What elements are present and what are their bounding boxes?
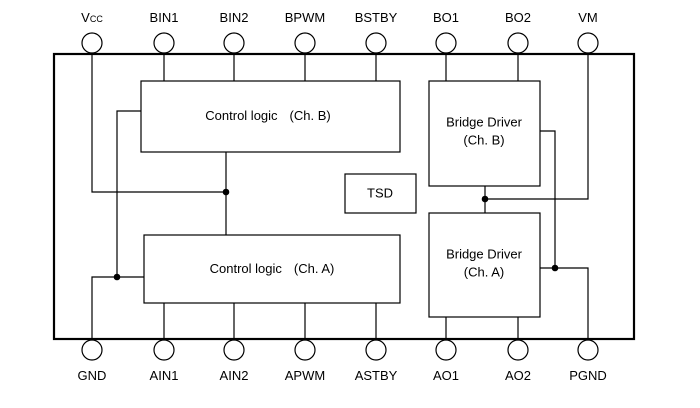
svg-text:VCC: VCC — [81, 10, 103, 25]
pin-bo2: BO2 — [505, 10, 531, 54]
pin-pgnd-pad — [577, 339, 599, 361]
pin-ain1-pad — [153, 339, 175, 361]
wire-gnd-rail — [116, 110, 141, 277]
junction-vcc — [222, 188, 230, 196]
pin-bpwm: BPWM — [285, 10, 325, 54]
pin-bin2: BIN2 — [220, 10, 249, 54]
pin-vcc-label: V — [81, 10, 90, 25]
pin-bin2-pad — [223, 32, 245, 54]
pin-ao1-label: AO1 — [433, 368, 459, 383]
wire-gnd — [91, 276, 144, 339]
svg-text:Control logic(Ch. A): Control logic (Ch. A) — [210, 261, 335, 276]
pin-vm-pad — [577, 32, 599, 54]
bridge-driver-b-label: Bridge Driver — [446, 114, 523, 129]
bridge-driver-a-label: Bridge Driver — [446, 246, 523, 261]
control-logic-a-channel: (Ch. A) — [294, 261, 334, 276]
pin-ain1: AIN1 — [150, 339, 179, 383]
control-logic-b-box — [140, 80, 401, 153]
pin-pgnd-label: PGND — [569, 368, 607, 383]
pin-bo1-label: BO1 — [433, 10, 459, 25]
pin-astby: ASTBY — [355, 339, 398, 383]
pin-bin1-label: BIN1 — [150, 10, 179, 25]
pin-bstby-pad — [365, 32, 387, 54]
pin-bin1-pad — [153, 32, 175, 54]
bridge-driver-a-channel: (Ch. A) — [464, 264, 504, 279]
bridge-driver-a: Bridge Driver (Ch. A) — [428, 212, 541, 318]
pin-bstby: BSTBY — [355, 10, 398, 54]
control-logic-a-box — [143, 234, 401, 304]
pin-apwm: APWM — [285, 339, 325, 383]
pin-vm: VM — [577, 10, 599, 54]
pin-vcc-pad — [81, 32, 103, 54]
pin-ain2: AIN2 — [220, 339, 249, 383]
pin-apwm-label: APWM — [285, 368, 325, 383]
pin-bpwm-pad — [294, 32, 316, 54]
wire-pgnd — [530, 267, 589, 339]
pin-gnd: GND — [78, 339, 107, 383]
pin-bin2-label: BIN2 — [220, 10, 249, 25]
control-logic-a-label: Control logic — [210, 261, 283, 276]
wire-vm — [485, 54, 589, 200]
control-logic-a: Control logic (Ch. A) — [143, 234, 401, 304]
chip-outline — [52, 52, 636, 341]
pin-ain2-pad — [223, 339, 245, 361]
pin-bo1-pad — [435, 32, 457, 54]
bottom-pins: GND AIN1 AIN2 APWM ASTBY AO1 AO2 PGND — [78, 339, 607, 383]
pin-bo2-label: BO2 — [505, 10, 531, 25]
tsd-label: TSD — [367, 185, 393, 200]
pin-bpwm-label: BPWM — [285, 10, 325, 25]
svg-text:Control logic(Ch. B): Control logic (Ch. B) — [205, 108, 330, 123]
control-logic-b: Control logic (Ch. B) — [140, 80, 401, 153]
bridge-driver-b-box — [428, 80, 541, 187]
pin-bin1: BIN1 — [150, 10, 179, 54]
pin-astby-pad — [365, 339, 387, 361]
junction-pgnd — [551, 264, 559, 272]
pin-gnd-pad — [81, 339, 103, 361]
tsd-block: TSD — [344, 173, 417, 214]
junction-gnd — [113, 273, 121, 281]
pin-ao1-pad — [435, 339, 457, 361]
bridge-driver-b: Bridge Driver (Ch. B) — [428, 80, 541, 187]
pin-ao1: AO1 — [433, 339, 459, 383]
top-pins: VCC BIN1 BIN2 BPWM BSTBY BO1 BO2 VM — [81, 10, 599, 54]
pin-ain1-label: AIN1 — [150, 368, 179, 383]
pin-pgnd: PGND — [569, 339, 607, 383]
junction-vm — [481, 195, 489, 203]
pin-apwm-pad — [294, 339, 316, 361]
bridge-driver-a-box — [428, 212, 541, 318]
bridge-driver-b-channel: (Ch. B) — [463, 132, 504, 147]
wire-vcc — [91, 54, 226, 193]
pin-ao2-label: AO2 — [505, 368, 531, 383]
pin-gnd-label: GND — [78, 368, 107, 383]
pin-vcc-subscript: CC — [90, 14, 103, 24]
pin-ain2-label: AIN2 — [220, 368, 249, 383]
pin-ao2-pad — [507, 339, 529, 361]
pin-ao2: AO2 — [505, 339, 531, 383]
pin-bo2-pad — [507, 32, 529, 54]
pin-astby-label: ASTBY — [355, 368, 398, 383]
tsd-box — [344, 173, 417, 214]
pin-vcc: VCC — [81, 10, 103, 54]
control-logic-b-channel: (Ch. B) — [290, 108, 331, 123]
pin-bstby-label: BSTBY — [355, 10, 398, 25]
control-logic-b-label: Control logic — [205, 108, 278, 123]
pin-vm-label: VM — [578, 10, 598, 25]
pin-bo1: BO1 — [433, 10, 459, 54]
